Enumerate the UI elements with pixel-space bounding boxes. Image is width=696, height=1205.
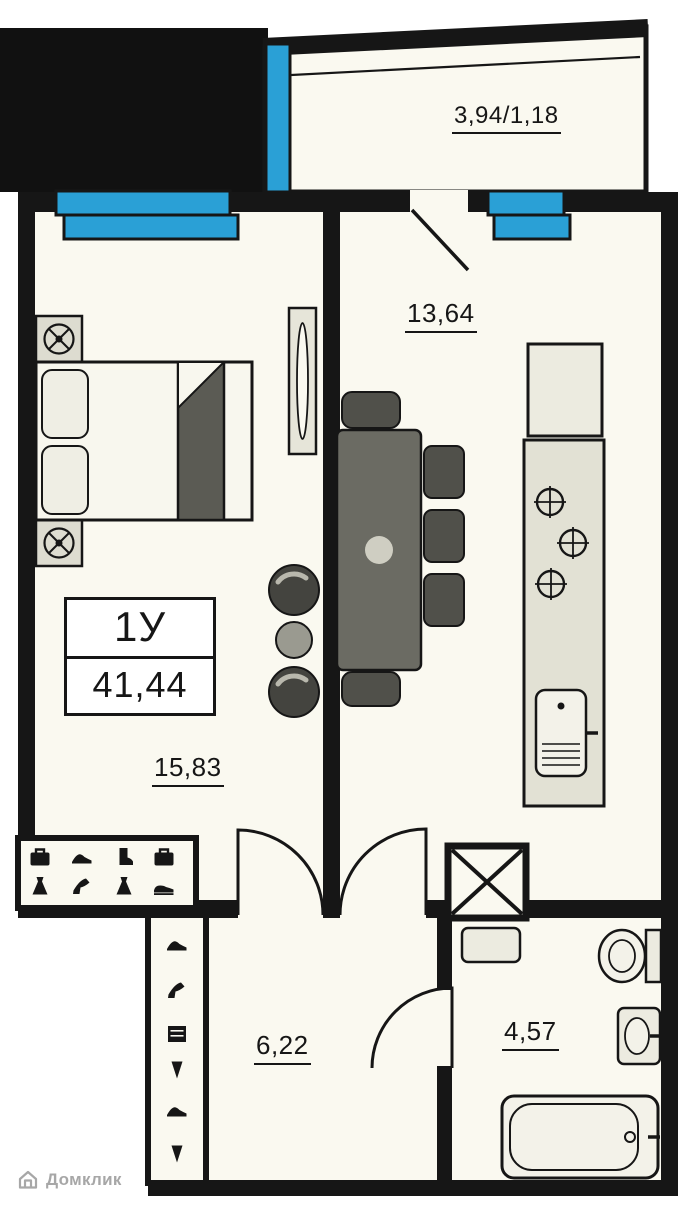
unit-type-label: 1У bbox=[67, 600, 213, 659]
unit-total-area-label: 41,44 bbox=[92, 664, 188, 705]
nightstand-lamp-top bbox=[34, 314, 84, 364]
balcony-door-leaf bbox=[410, 208, 470, 272]
chair-right-3 bbox=[423, 573, 465, 627]
nightstand-lamp-bottom bbox=[34, 518, 84, 568]
chair-right-1 bbox=[423, 445, 465, 499]
kitchen-area-label: 13,64 bbox=[405, 298, 477, 333]
balcony-door-opening bbox=[410, 190, 468, 214]
bed bbox=[34, 360, 254, 522]
stools bbox=[268, 564, 320, 718]
bedroom-window bbox=[54, 189, 240, 241]
bedroom-area-label: 15,83 bbox=[152, 752, 224, 787]
chair-right-2 bbox=[423, 509, 465, 563]
balcony-window bbox=[264, 42, 292, 194]
kitchen-door-arc bbox=[338, 827, 428, 916]
hallway-area-label: 6,22 bbox=[254, 1030, 311, 1065]
kitchen-window bbox=[486, 189, 572, 241]
bathroom-door-arc bbox=[370, 986, 454, 1069]
chair-bottom bbox=[341, 671, 401, 707]
washbasin bbox=[616, 1006, 662, 1066]
kitchen-sink bbox=[534, 688, 598, 778]
chair-top bbox=[341, 391, 401, 429]
washing-machine bbox=[460, 926, 522, 964]
bedroom-door-arc bbox=[236, 828, 325, 916]
balcony-area-label: 3,94/1,18 bbox=[452, 102, 561, 134]
bathtub bbox=[500, 1094, 660, 1180]
dining-table bbox=[335, 391, 465, 707]
hallway-wardrobe bbox=[145, 912, 209, 1186]
unit-info-box: 1У 41,44 bbox=[64, 597, 216, 716]
logo-text: Домклик bbox=[46, 1170, 122, 1189]
toilet bbox=[597, 928, 663, 984]
wardrobe-mirror bbox=[287, 306, 318, 456]
drawer-icon bbox=[168, 1026, 186, 1042]
fridge bbox=[526, 342, 604, 438]
domclick-logo: Домклик bbox=[16, 1168, 122, 1192]
outside-area bbox=[0, 28, 268, 192]
shoe-closet bbox=[15, 835, 199, 911]
bathroom-area-label: 4,57 bbox=[502, 1016, 559, 1051]
stove-burners bbox=[534, 486, 589, 600]
house-icon bbox=[18, 1170, 38, 1189]
vent-shaft bbox=[444, 842, 530, 922]
